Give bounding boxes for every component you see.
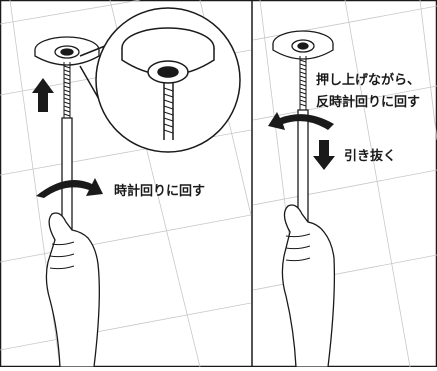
- instruction-push-label-line1: 押し上げながら、: [316, 73, 421, 88]
- threaded-rod-left: [63, 62, 71, 118]
- clockwise-arrow-icon: [36, 178, 103, 198]
- instruction-pull-label: 引き抜く: [344, 149, 397, 164]
- up-arrow-icon: [32, 78, 54, 112]
- counterclockwise-arrow-icon: [268, 112, 334, 130]
- zoom-detail-circle: [79, 7, 241, 153]
- ceiling-hook-base-right: [272, 30, 334, 60]
- ceiling-hook-base-left: [34, 36, 100, 66]
- down-arrow-icon: [313, 140, 335, 170]
- hand-left: [45, 212, 100, 368]
- threaded-rod-right: [299, 56, 307, 110]
- instruction-push-label-line2: 反時計回りに回す: [316, 95, 421, 110]
- hand-right: [281, 204, 336, 368]
- instruction-clockwise-label: 時計回りに回す: [114, 184, 206, 199]
